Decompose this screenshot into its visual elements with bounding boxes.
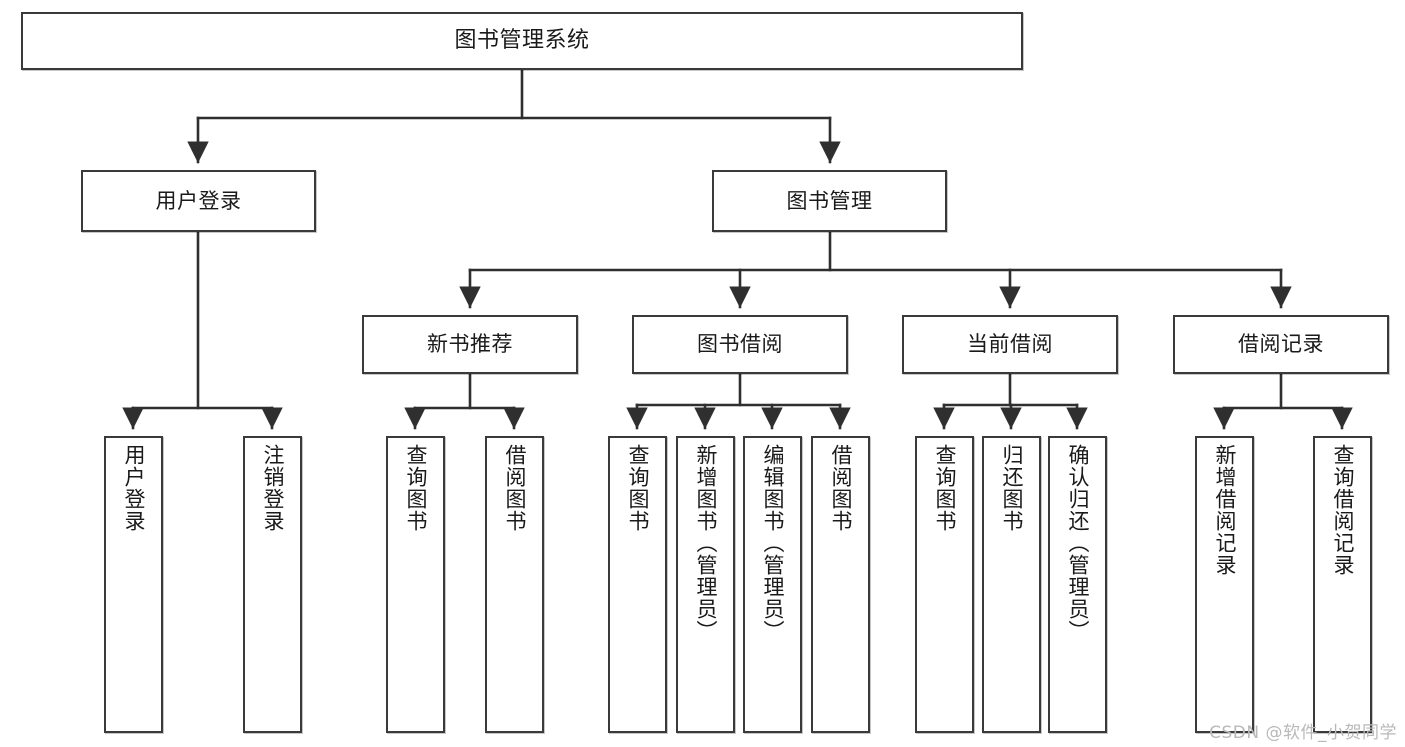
node-leaf-query-book-1-label: 查询图书: [404, 444, 429, 532]
node-user-login[interactable]: 用户登录: [81, 170, 316, 232]
node-leaf-query-book-3[interactable]: 查询图书: [915, 436, 974, 733]
node-leaf-logout-label: 注销登录: [261, 444, 286, 532]
node-leaf-user-login-label: 用户登录: [122, 444, 147, 532]
node-borrow-record-label: 借阅记录: [1238, 332, 1324, 357]
node-leaf-logout[interactable]: 注销登录: [243, 436, 302, 733]
node-leaf-confirm-return-label: 确认归还（管理员）: [1066, 444, 1091, 642]
node-leaf-add-book-label: 新增图书（管理员）: [694, 444, 719, 642]
node-current-borrow-label: 当前借阅: [967, 332, 1053, 357]
node-leaf-confirm-return[interactable]: 确认归还（管理员）: [1048, 436, 1107, 733]
node-leaf-edit-book-label: 编辑图书（管理员）: [761, 444, 786, 642]
node-leaf-query-book-1[interactable]: 查询图书: [386, 436, 445, 733]
node-leaf-query-record[interactable]: 查询借阅记录: [1313, 436, 1372, 733]
node-user-login-label: 用户登录: [155, 188, 242, 213]
node-leaf-borrow-book-2-label: 借阅图书: [829, 444, 854, 532]
node-new-book-rec[interactable]: 新书推荐: [362, 315, 578, 374]
node-leaf-edit-book[interactable]: 编辑图书（管理员）: [743, 436, 802, 733]
node-current-borrow[interactable]: 当前借阅: [902, 315, 1118, 374]
csdn-watermark: CSDN @软件_小贺同学: [1209, 723, 1397, 743]
node-book-manage-label: 图书管理: [786, 188, 873, 213]
node-leaf-query-book-2-label: 查询图书: [626, 444, 651, 532]
node-borrow-record[interactable]: 借阅记录: [1173, 315, 1389, 374]
node-leaf-return-book[interactable]: 归还图书: [982, 436, 1041, 733]
node-leaf-add-record-label: 新增借阅记录: [1213, 444, 1238, 576]
node-leaf-query-book-2[interactable]: 查询图书: [608, 436, 667, 733]
node-leaf-borrow-book-2[interactable]: 借阅图书: [811, 436, 870, 733]
node-leaf-borrow-book-1[interactable]: 借阅图书: [485, 436, 544, 733]
node-leaf-query-book-3-label: 查询图书: [933, 444, 958, 532]
node-leaf-add-record[interactable]: 新增借阅记录: [1195, 436, 1254, 733]
node-book-borrow-label: 图书借阅: [697, 332, 783, 357]
node-book-borrow[interactable]: 图书借阅: [632, 315, 848, 374]
node-leaf-user-login[interactable]: 用户登录: [104, 436, 163, 733]
node-root-label: 图书管理系统: [454, 28, 590, 54]
node-book-manage[interactable]: 图书管理: [712, 170, 947, 232]
node-root[interactable]: 图书管理系统: [21, 12, 1023, 70]
node-leaf-return-book-label: 归还图书: [1000, 444, 1025, 532]
node-leaf-borrow-book-1-label: 借阅图书: [503, 444, 528, 532]
node-new-book-rec-label: 新书推荐: [427, 332, 513, 357]
node-leaf-query-record-label: 查询借阅记录: [1331, 444, 1356, 576]
node-leaf-add-book[interactable]: 新增图书（管理员）: [676, 436, 735, 733]
